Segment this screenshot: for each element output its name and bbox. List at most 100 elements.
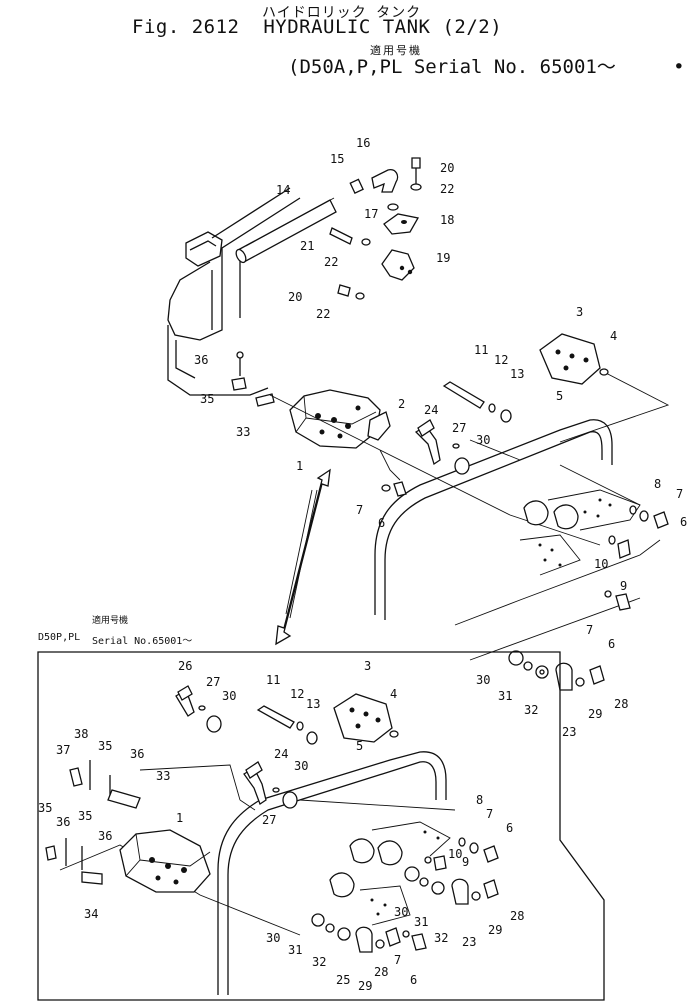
inset-callout-i1: 1 (176, 811, 183, 825)
main-callout-m22a: 22 (440, 182, 454, 196)
main-callout-m32: 32 (524, 703, 538, 717)
main-callout-m1: 1 (296, 459, 303, 473)
inset-callout-i9: 9 (462, 855, 469, 869)
main-callout-m27: 27 (452, 421, 466, 435)
inset-valve-block (119, 829, 211, 893)
main-callout-m24: 24 (424, 403, 438, 417)
inset-callout-i26: 26 (178, 659, 192, 673)
bolt-11-set (442, 381, 512, 423)
main-callout-m6c: 6 (608, 637, 615, 651)
inset-callout-i38: 38 (74, 727, 88, 741)
main-callout-m33: 33 (236, 425, 250, 439)
inset-pin-set (243, 761, 298, 809)
main-callout-m22c: 22 (316, 307, 330, 321)
inset-callout-i4: 4 (390, 687, 397, 701)
main-callout-m23: 23 (562, 725, 576, 739)
inset-view (37, 651, 605, 1001)
inset-callout-i33: 33 (156, 769, 170, 783)
main-callout-m29: 29 (588, 707, 602, 721)
figure-number: Fig. 2612 (132, 16, 240, 38)
main-leader-lines (269, 369, 670, 546)
inset-serial-label: Serial No.65001～ (92, 636, 193, 647)
inset-callout-i32a: 32 (434, 931, 448, 945)
main-callout-m35: 35 (200, 392, 214, 406)
main-callout-m22b: 22 (324, 255, 338, 269)
figure-title: Fig. 2612 HYDRAULIC TANK (2/2) (132, 16, 502, 38)
main-callout-m21: 21 (300, 239, 314, 253)
serial-close-paren: • ) (673, 56, 692, 78)
top-fittings (329, 157, 422, 300)
main-callout-m11: 11 (474, 343, 488, 357)
inset-callout-i31b: 31 (288, 943, 302, 957)
main-callout-m18: 18 (440, 213, 454, 227)
inset-bracket-3 (333, 693, 399, 743)
bolts-near-block (381, 481, 407, 497)
main-callout-m30b: 30 (476, 673, 490, 687)
inset-callout-i28b: 28 (374, 965, 388, 979)
inset-model-label: D50P,PL (38, 632, 81, 643)
inset-callout-i23: 23 (462, 935, 476, 949)
inset-callout-i7a: 7 (486, 807, 493, 821)
main-callout-m7b: 7 (356, 503, 363, 517)
inset-callout-i25: 25 (336, 973, 350, 987)
main-callout-m31: 31 (498, 689, 512, 703)
main-callout-m36: 36 (194, 353, 208, 367)
inset-callout-i32b: 32 (312, 955, 326, 969)
main-callout-m4: 4 (610, 329, 617, 343)
serial-open-paren: ( (288, 56, 300, 78)
inset-callout-i31a: 31 (414, 915, 428, 929)
inset-callout-i3: 3 (364, 659, 371, 673)
main-callout-m7c: 7 (586, 623, 593, 637)
main-callout-m2: 2 (398, 397, 405, 411)
main-callout-m7a: 7 (676, 487, 683, 501)
main-callout-m10: 10 (594, 557, 608, 571)
cover-frame (374, 419, 661, 661)
inset-callout-i29a: 29 (488, 923, 502, 937)
inset-callout-i29b: 29 (358, 979, 372, 993)
main-callout-m20b: 20 (288, 290, 302, 304)
main-callout-m6a: 6 (680, 515, 687, 529)
pin-24-set (414, 419, 470, 475)
valve-bank (519, 489, 669, 611)
main-callout-m15: 15 (330, 152, 344, 166)
main-callout-m30a: 30 (476, 433, 490, 447)
fittings-bottom-right (508, 650, 605, 691)
main-view (167, 157, 670, 691)
inset-callout-i35b: 35 (38, 801, 52, 815)
inset-callout-i36a: 36 (130, 747, 144, 761)
inset-callout-i10: 10 (448, 847, 462, 861)
inset-callout-i36c: 36 (98, 829, 112, 843)
sheet-number: (2/2) (442, 16, 503, 38)
inset-callout-i30c: 30 (394, 905, 408, 919)
inset-serial-jp-label: 適用号機 (92, 616, 129, 626)
inset-callout-i35a: 35 (98, 739, 112, 753)
serial-text: D50A,P,PL Serial No. 65001～ (299, 56, 616, 78)
inset-callout-i30a: 30 (222, 689, 236, 703)
inset-callout-i30b: 30 (294, 759, 308, 773)
inset-callout-i28a: 28 (510, 909, 524, 923)
bracket-3 (539, 333, 609, 385)
inset-valve-bank (329, 821, 499, 951)
inset-callout-i7b: 7 (394, 953, 401, 967)
valve-block-1 (231, 351, 391, 449)
inset-callout-i13: 13 (306, 697, 320, 711)
main-callout-m19: 19 (436, 251, 450, 265)
main-callout-m14: 14 (276, 183, 290, 197)
main-callout-m5: 5 (556, 389, 563, 403)
inset-fittings-right (311, 866, 499, 953)
main-callout-m13: 13 (510, 367, 524, 381)
tank-frame (167, 187, 301, 396)
inset-callout-i11: 11 (266, 673, 280, 687)
inset-callout-i30d: 30 (266, 931, 280, 945)
inset-callout-i24: 24 (274, 747, 288, 761)
inset-small-parts-left (45, 760, 141, 885)
main-callout-m17: 17 (364, 207, 378, 221)
inset-callout-i37: 37 (56, 743, 70, 757)
inset-callout-i12: 12 (290, 687, 304, 701)
main-callout-m12: 12 (494, 353, 508, 367)
inset-callout-i6b: 6 (410, 973, 417, 987)
figure-name: HYDRAULIC TANK (263, 16, 431, 38)
inset-border (37, 651, 605, 1001)
